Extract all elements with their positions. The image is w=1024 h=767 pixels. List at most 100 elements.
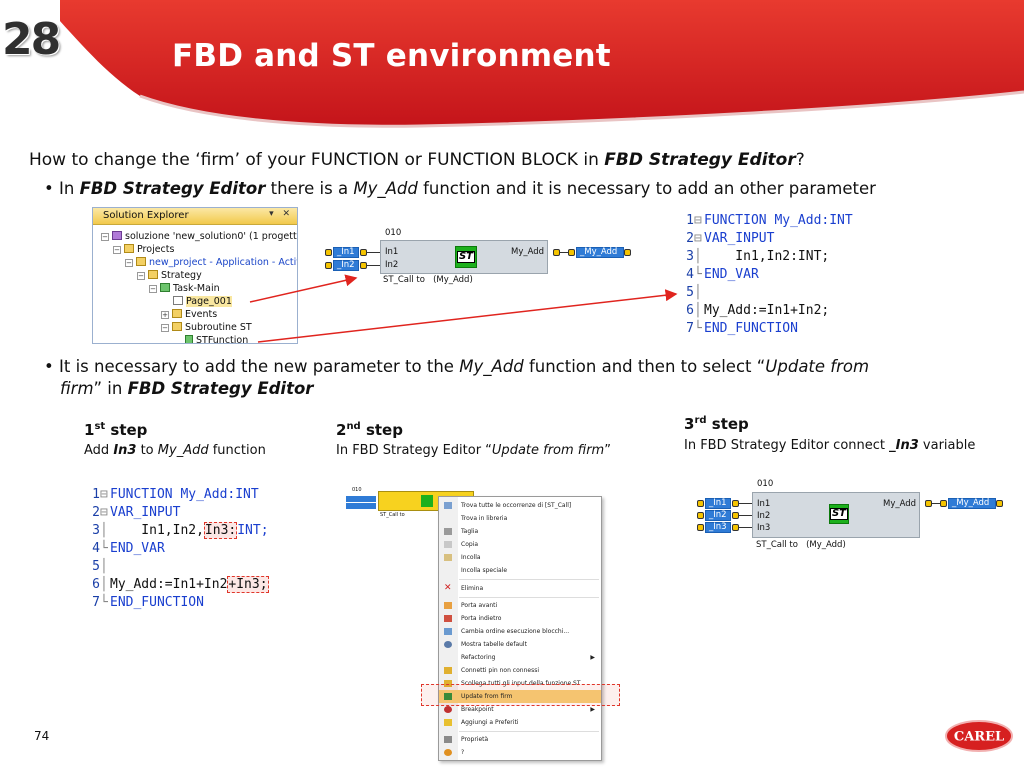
- tree-item-projects[interactable]: − Projects: [113, 243, 174, 256]
- context-menu: Trova tutte le occorrenze di [ST_Call] T…: [421, 496, 620, 761]
- solution-icon: [112, 231, 122, 240]
- fbd-pin-out: My_Add: [511, 247, 545, 257]
- pin-right[interactable]: [732, 500, 739, 507]
- collapse-icon[interactable]: −: [125, 259, 133, 267]
- var-out[interactable]: _My_Add: [576, 247, 624, 258]
- menu-item-connect-pins[interactable]: Connetti pin non connessi: [439, 664, 601, 677]
- menu-item-copy[interactable]: Copia: [439, 538, 601, 551]
- bullet-2-p2: function and then to select “: [523, 357, 766, 376]
- pin-right[interactable]: [732, 512, 739, 519]
- tree-label: soluzione 'new_solution0' (1 progetti): [125, 231, 298, 242]
- pin-out[interactable]: [553, 249, 560, 256]
- fbd-step3-block[interactable]: In1 In2 In3 ST My_Add: [752, 492, 920, 538]
- tree-item-events[interactable]: +Events: [161, 308, 217, 321]
- panel-controls[interactable]: ▾ ✕: [269, 209, 293, 219]
- menu-item-find-library[interactable]: Trova in libreria: [461, 515, 508, 522]
- slide-number: 28: [2, 14, 61, 65]
- menu-item-properties[interactable]: Proprietà: [439, 733, 601, 746]
- menu-item-find-all[interactable]: Trova tutte le occorrenze di [ST_Call]: [439, 499, 601, 512]
- step-3-desc: In FBD Strategy Editor connect _In3 vari…: [684, 438, 976, 453]
- pin-right[interactable]: [732, 524, 739, 531]
- collapse-icon[interactable]: −: [137, 272, 145, 280]
- added-parameter-highlight: In3:: [203, 522, 238, 539]
- menu-item-update-from-firm[interactable]: Update from firm: [439, 690, 601, 703]
- submenu-arrow-icon: ▶: [590, 654, 595, 661]
- tree-item-page[interactable]: Page_001: [173, 295, 232, 308]
- tree-label: Strategy: [161, 270, 202, 281]
- breakpoint-icon: [444, 706, 452, 713]
- menu-item-paste[interactable]: Incolla: [439, 551, 601, 564]
- var-in1[interactable]: _In1: [705, 498, 731, 509]
- line-number: 1: [686, 213, 694, 228]
- var-in2[interactable]: _In2: [333, 260, 359, 271]
- folder-icon: [148, 270, 158, 279]
- var-in3[interactable]: _In3: [705, 522, 731, 533]
- delete-icon: ✕: [444, 583, 452, 593]
- menu-item-exec-order[interactable]: Cambia ordine esecuzione blocchi...: [439, 625, 601, 638]
- collapse-icon[interactable]: −: [101, 233, 109, 241]
- pin-left[interactable]: [697, 500, 704, 507]
- collapse-icon[interactable]: −: [149, 285, 157, 293]
- code-line: 2⊟VAR_INPUT: [682, 230, 774, 248]
- fbd-small-var[interactable]: [346, 496, 376, 502]
- intro-prefix: How to change the ‘firm’ of your FUNCTIO…: [29, 150, 605, 170]
- var-in1[interactable]: _In1: [333, 247, 359, 258]
- fbd-small-var[interactable]: [346, 503, 376, 509]
- pin-out[interactable]: [925, 500, 932, 507]
- var-out[interactable]: _My_Add: [948, 498, 996, 509]
- folder-icon: [124, 244, 134, 253]
- pin-right[interactable]: [360, 249, 367, 256]
- pin-right[interactable]: [996, 500, 1003, 507]
- solution-explorer-panel: Solution Explorer ▾ ✕ −soluzione 'new_so…: [92, 207, 298, 344]
- bullet-2-l2a: firm: [60, 379, 94, 398]
- pin-left[interactable]: [940, 500, 947, 507]
- fbd-top-footer: ST_Call to (My_Add): [383, 275, 473, 285]
- pin-left[interactable]: [697, 524, 704, 531]
- tree-item-solution[interactable]: − soluzione 'new_solution0' (1 progetti): [101, 230, 298, 243]
- footer-right: (My_Add): [433, 275, 473, 285]
- tree-label: Projects: [137, 244, 175, 255]
- menu-item-bring-forward[interactable]: Porta avanti: [439, 599, 601, 612]
- code-line: 6│My_Add:=In1+In2;: [682, 302, 829, 320]
- solution-explorer-title: Solution Explorer: [103, 210, 189, 221]
- menu-item-disconnect[interactable]: Scollega tutti gli input della funzione …: [439, 677, 601, 690]
- menu-item-default-tables[interactable]: Mostra tabelle default: [439, 638, 601, 651]
- fbd-top-block[interactable]: In1 In2 ST My_Add: [380, 240, 548, 274]
- collapse-icon[interactable]: −: [161, 324, 169, 332]
- tree-item-subroutine[interactable]: − Subroutine ST: [161, 321, 252, 334]
- code-line: 5│: [682, 284, 704, 302]
- line-number: 4: [686, 267, 694, 282]
- tree-item-task-main[interactable]: −Task-Main: [149, 282, 220, 295]
- tree-label: Subroutine ST: [185, 322, 252, 333]
- menu-item-cut[interactable]: Taglia: [439, 525, 601, 538]
- tree-item-strategy[interactable]: − Strategy: [137, 269, 202, 282]
- st-function-icon: ST: [455, 246, 477, 268]
- footer-left: ST_Call to: [383, 275, 425, 285]
- st-icon-label: ST: [456, 251, 476, 263]
- menu-item-add-favorites[interactable]: Aggiungi a Preferiti: [439, 716, 601, 729]
- bullet-2: • It is necessary to add the new paramet…: [44, 356, 869, 400]
- menu-item-help[interactable]: ?: [439, 746, 601, 759]
- bullet-1-e2: My_Add: [353, 179, 418, 198]
- menu-item-delete[interactable]: ✕Elimina: [444, 583, 484, 593]
- bullet-1: • In FBD Strategy Editor there is a My_A…: [44, 179, 876, 198]
- header-red-shape: [40, 0, 1024, 127]
- menu-item-paste-special[interactable]: Incolla speciale: [461, 567, 508, 574]
- tree-item-project[interactable]: −new_project - Application - Active: [125, 256, 297, 269]
- pin-left[interactable]: [568, 249, 575, 256]
- pin-left[interactable]: [325, 249, 332, 256]
- pin-right[interactable]: [360, 262, 367, 269]
- menu-item-refactoring[interactable]: Refactoring▶: [439, 651, 601, 664]
- logo-text: CAREL: [954, 730, 1004, 745]
- var-in2[interactable]: _In2: [705, 510, 731, 521]
- tree-item-stfunction[interactable]: STFunction: [185, 334, 248, 343]
- pin-left[interactable]: [697, 512, 704, 519]
- paste-icon: [444, 554, 452, 561]
- pin-right[interactable]: [624, 249, 631, 256]
- bullet-1-p1: In: [58, 179, 80, 198]
- collapse-icon[interactable]: −: [113, 246, 121, 254]
- pin-left[interactable]: [325, 262, 332, 269]
- menu-item-breakpoint[interactable]: Breakpoint▶: [439, 703, 601, 716]
- menu-item-send-back[interactable]: Porta indietro: [439, 612, 601, 625]
- expand-icon[interactable]: +: [161, 311, 169, 319]
